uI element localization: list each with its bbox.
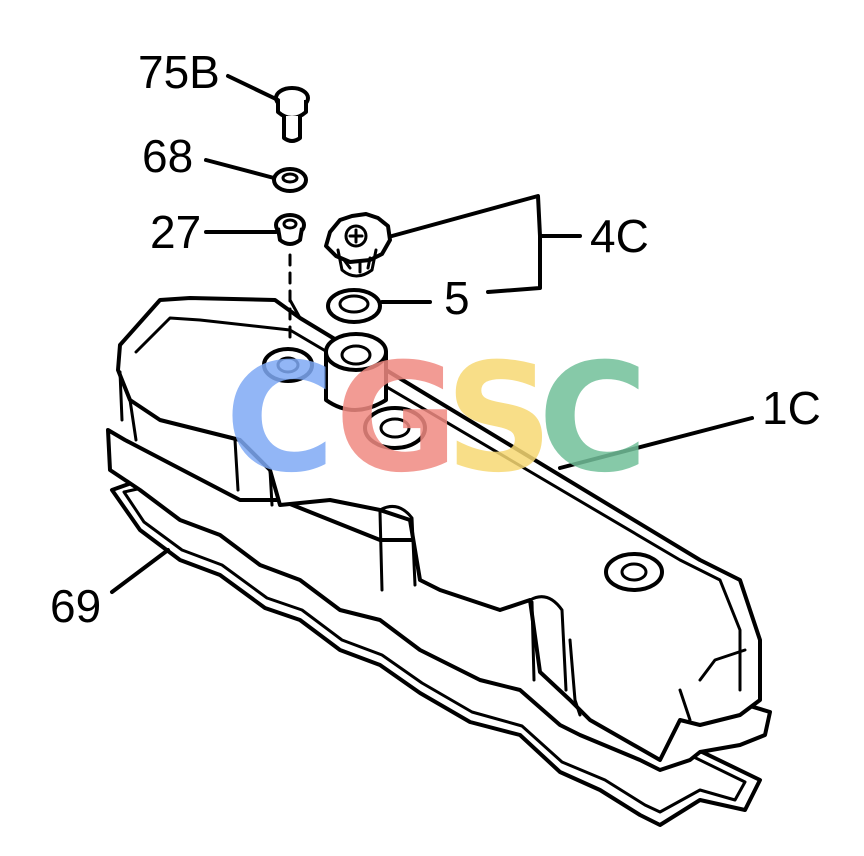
callout-4c: 4C (590, 210, 649, 262)
callout-75b: 75B (138, 46, 220, 98)
callout-69: 69 (50, 580, 101, 632)
grommet-27-drawing (274, 213, 306, 246)
watermark-letter-s: S (445, 332, 553, 506)
oil-filler-cap-drawing (324, 212, 392, 278)
gasket-69-drawing (110, 478, 762, 827)
leader-lines (110, 74, 754, 594)
callout-68: 68 (142, 130, 193, 182)
callout-5: 5 (444, 272, 470, 324)
valve-cover-1c-drawing (106, 296, 772, 772)
callout-27: 27 (150, 206, 201, 258)
watermark-letter-c1: C (225, 332, 335, 506)
watermark-letter-c2: C (538, 332, 648, 506)
washer-68-drawing (272, 167, 308, 193)
watermark-letter-g: G (335, 332, 458, 506)
callout-1c: 1C (762, 382, 821, 434)
cgsc-watermark: C G S C (225, 332, 648, 506)
filler-axis-line (288, 298, 302, 320)
bolt-75b-drawing (274, 86, 310, 143)
o-ring-5-drawing (326, 288, 382, 324)
